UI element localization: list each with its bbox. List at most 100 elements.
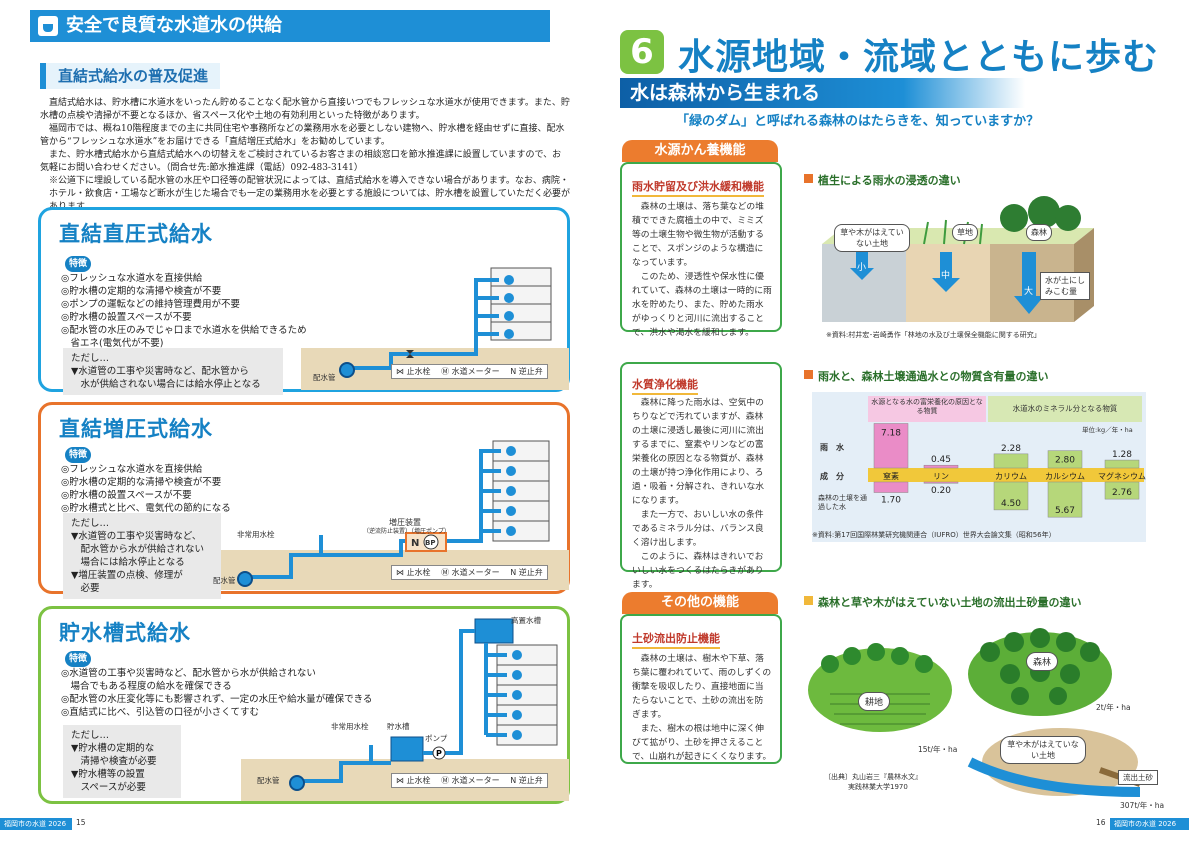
other-tab: その他の機能 bbox=[622, 592, 778, 614]
infiltration-source: ※資料:村井宏･岩崎勇作「林地の水及び土壌保全機能に関する研究」 bbox=[826, 331, 1041, 339]
caveat-line: 水が供給されない場合には給水停止となる bbox=[71, 379, 261, 390]
booster-pressure-box: 直結増圧式給水 特徴 ◎フレッシュな水道水を直接供給 ◎貯水槽の定期的な清掃や検… bbox=[38, 402, 570, 599]
feature-item: ◎配水管の水圧変化等にも影響されず、一定の水圧や給水量が確保できる bbox=[61, 694, 373, 705]
caveat-line: 清掃や検査が必要 bbox=[71, 756, 157, 767]
meter-icon: Ⓜ bbox=[441, 568, 450, 577]
check-valve-icon: Ν bbox=[510, 568, 517, 577]
left-footer: 福岡市の水道 2026 bbox=[0, 818, 72, 830]
substance-title: 雨水と、森林土壌通過水との物質含有量の違い bbox=[804, 368, 1048, 384]
sediment-source-2: 実践林業大学1970 bbox=[848, 783, 908, 791]
check-valve-icon: Ν bbox=[510, 367, 517, 376]
main-pipe-label: 配水管 bbox=[257, 776, 280, 785]
intro-paragraph: 直結式給水は、貯水槽に水道水をいったん貯めることなく配水管から直接いつでもフレッ… bbox=[40, 98, 570, 121]
box-title: 直結増圧式給水 bbox=[59, 417, 213, 441]
soil-water-bar bbox=[873, 481, 909, 493]
legend-meter: 水道メーター bbox=[451, 568, 500, 577]
box-heading: 水質浄化機能 bbox=[632, 376, 698, 395]
component-band bbox=[868, 468, 1144, 482]
right-footer: 福岡市の水道 2026 bbox=[1110, 818, 1189, 830]
infiltration-small: 小 bbox=[857, 262, 866, 273]
legend-check: 逆止弁 bbox=[518, 776, 543, 785]
feature-item: 省エネ(電気代が不要) bbox=[61, 338, 164, 349]
intro-text: 直結式給水は、貯水槽に水道水をいったん貯めることなく配水管から直接いつでもフレッ… bbox=[40, 97, 570, 214]
grassland-label: 草地 bbox=[952, 224, 978, 241]
emergency-faucet-label: 非常用水栓 bbox=[331, 722, 369, 731]
direct-pressure-diagram bbox=[301, 267, 569, 390]
tank-storage-box: 貯水槽式給水 特徴 ◎水道管の工事や災害時など、配水管から水が供給されない 場合… bbox=[38, 606, 570, 804]
caveat-line: ▼増圧装置の点検、修理が bbox=[71, 570, 183, 581]
rain-value-label: 2.80 bbox=[1055, 456, 1075, 466]
left-header-title: 安全で良質な水道水の供給 bbox=[66, 15, 282, 36]
caveat-line: 場合には給水停止となる bbox=[71, 557, 185, 568]
rain-row-label: 雨 水 bbox=[820, 443, 844, 452]
sdg-text: つくる責任つかう責任 bbox=[1105, 95, 1147, 109]
soil-row-label: 森林の土壌を通過した水 bbox=[818, 494, 867, 511]
legend-meter: 水道メーター bbox=[451, 367, 500, 376]
soil-water-bar bbox=[993, 481, 1029, 511]
infiltration-title: 植生による雨水の浸透の違い bbox=[804, 172, 961, 188]
caveat-line: ▼貯水槽等の設置 bbox=[71, 769, 145, 780]
unit-label: 単位:kg／年・ha bbox=[1082, 426, 1133, 434]
substance-bar-chart: 7.181.70窒素0.450.20リン2.284.50カリウム2.805.67… bbox=[873, 423, 1146, 518]
page-title: 水源地域・流域とともに歩む bbox=[678, 37, 1160, 78]
caveat-line: ▼水道管の工事や災害時など、配水管から bbox=[71, 366, 249, 377]
caveat-box: ただし… ▼水道管の工事や災害時など、配水管から 水が供給されない場合には給水停… bbox=[63, 348, 283, 395]
paragraph: 森林に降った雨水は、空気中のちりなどで汚れていますが、森林の土壌に浸透し最後に河… bbox=[632, 398, 765, 506]
rain-value-label: 2.28 bbox=[1001, 444, 1021, 454]
legend-check: 逆止弁 bbox=[518, 568, 543, 577]
section-title: 直結式給水の普及促進 bbox=[40, 63, 221, 89]
rain-value-label: 7.18 bbox=[881, 428, 901, 438]
svg-text:P: P bbox=[436, 749, 442, 758]
footer-text: 福岡市の水道 2026 bbox=[1114, 820, 1177, 828]
box-title: 貯水槽式給水 bbox=[59, 621, 191, 645]
forest-label: 森林 bbox=[1026, 652, 1059, 671]
infiltration-diagram: 小 中 大 bbox=[822, 196, 1094, 322]
feature-item: ◎フレッシュな水道水を直接供給 bbox=[61, 273, 203, 284]
caveat-line: スペースが必要 bbox=[71, 782, 146, 793]
high-tank-label: 高置水槽 bbox=[511, 616, 541, 625]
box-title: 直結直圧式給水 bbox=[59, 222, 213, 246]
farmland-label: 耕地 bbox=[858, 692, 891, 711]
kanyo-tab: 水源かん養機能 bbox=[622, 140, 778, 162]
valve-icon: ⋈ bbox=[396, 776, 404, 785]
sdg-number: 15 bbox=[1053, 132, 1073, 148]
legend-valve: 止水栓 bbox=[406, 568, 431, 577]
sediment-source: 〔出典〕丸山岩三『農林水文』 bbox=[824, 773, 922, 781]
chapter-badge: 6 bbox=[620, 30, 664, 74]
legend-valve: 止水栓 bbox=[406, 776, 431, 785]
faucet-icon bbox=[38, 16, 58, 36]
feature-item: ◎貯水槽の定期的な清掃や検査が不要 bbox=[61, 477, 222, 488]
bare-land-label: 草や木がはえていない土地 bbox=[834, 224, 910, 252]
feature-item: ◎直結式に比べ、引込管の口径が小さくてすむ bbox=[61, 707, 260, 718]
box-text: 森林の土壌は、落ち葉などの堆積でできた腐植土の中で、ミミズ等の土壌生物や微生物が… bbox=[632, 200, 772, 340]
caveat-box: ただし… ▼水道管の工事や災害時など、 配水管から水が供給されない 場合には給水… bbox=[63, 513, 221, 599]
soil-water-bar bbox=[1104, 481, 1140, 500]
rain-bar bbox=[993, 453, 1029, 469]
component-label: 窒素 bbox=[883, 471, 899, 481]
sdg-number: 12 bbox=[1105, 80, 1125, 96]
soil-value-label: 0.20 bbox=[931, 486, 951, 496]
diagram-legend: ⋈ 止水栓 Ⓜ 水道メーター Ν 逆止弁 bbox=[391, 773, 548, 788]
paragraph: 森林の土壌は、落ち葉などの堆積でできた腐植土の中で、ミミズ等の土壌生物や微生物が… bbox=[632, 202, 764, 268]
feature-list: ◎フレッシュな水道水を直接供給 ◎貯水槽の定期的な清掃や検査が不要 ◎貯水槽の設… bbox=[61, 463, 231, 515]
component-label: リン bbox=[933, 472, 949, 481]
booster-label: 増圧装置 bbox=[389, 518, 421, 527]
paragraph: 森林の土壌は、樹木や下草、落ち葉に覆われていて、雨のしずくの衝撃を吸収したり、直… bbox=[632, 654, 772, 720]
soil-value-label: 4.50 bbox=[1001, 499, 1021, 509]
rain-bar bbox=[1047, 450, 1083, 469]
feature-item: ◎貯水槽の設置スペースが不要 bbox=[61, 312, 192, 323]
bare-land-label: 草や木がはえていない土地 bbox=[1000, 736, 1086, 764]
rain-bar bbox=[1104, 459, 1140, 469]
soil-water-bar bbox=[1047, 481, 1083, 518]
left-page-header: 安全で良質な水道水の供給 bbox=[30, 10, 550, 42]
main-pipe-label: 配水管 bbox=[313, 373, 336, 382]
caveat-line: ▼水道管の工事や災害時など、 bbox=[71, 531, 202, 542]
sdg-text: 陸の豊かさも守ろう bbox=[1053, 147, 1096, 161]
valve-icon: ⋈ bbox=[396, 367, 404, 376]
caveat-line: ただし… bbox=[71, 353, 110, 364]
infiltration-note: 水が土にしみこむ量 bbox=[1040, 272, 1090, 300]
paragraph: このため、浸透性や保水性に優れていて、森林の土壌は一時的に雨水を貯めたり、また、… bbox=[632, 272, 772, 338]
